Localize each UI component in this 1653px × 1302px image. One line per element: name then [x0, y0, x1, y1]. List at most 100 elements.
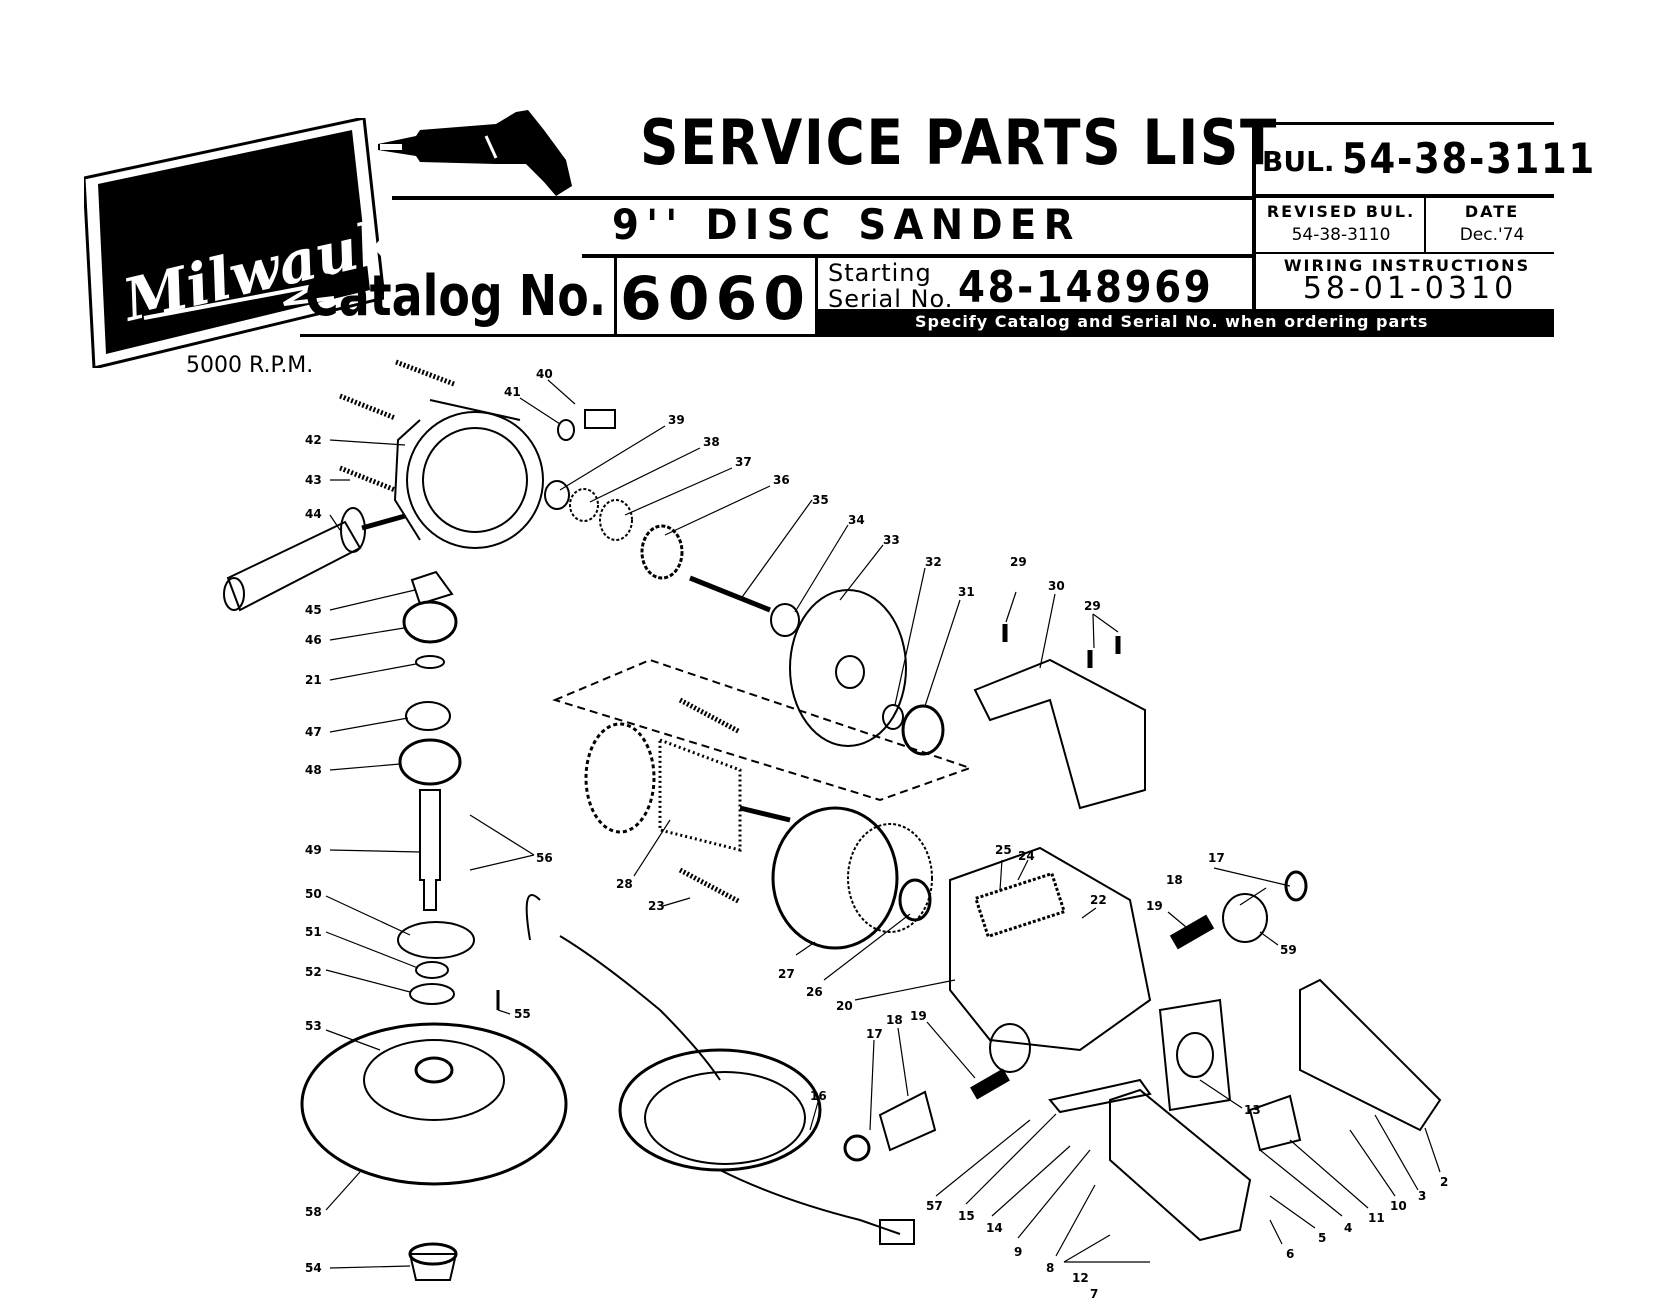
armature: [584, 722, 791, 852]
callout-label: 58: [305, 1205, 322, 1219]
screw: [339, 393, 396, 421]
callout-label: 56: [536, 851, 553, 865]
callout-label: 31: [958, 585, 975, 599]
order-note-band: [815, 309, 1554, 335]
gasket-hole: [1176, 1032, 1214, 1078]
callout-label: 51: [305, 925, 322, 939]
plug: [584, 409, 616, 429]
callout-label: 18: [1166, 873, 1183, 887]
callout-label: 54: [305, 1261, 322, 1275]
callout-label: 9: [1014, 1245, 1022, 1259]
callout-label: 39: [668, 413, 685, 427]
callout-label: 20: [836, 999, 853, 1013]
brush-cap: [843, 1134, 871, 1162]
bearing: [901, 704, 945, 756]
callout-label: 3: [1418, 1189, 1426, 1203]
header-divider: [1424, 196, 1426, 254]
callout-label: 30: [1048, 579, 1065, 593]
product-name: 9'' DISC SANDER: [612, 200, 1081, 249]
screw: [339, 465, 396, 493]
callout-label: 13: [1244, 1103, 1261, 1117]
callout-label: 15: [958, 1209, 975, 1223]
callout-label: 16: [810, 1089, 827, 1103]
header-rule: [582, 254, 1252, 258]
side-handle: [223, 507, 406, 612]
handle-half: [1299, 978, 1442, 1132]
milwaukee-logo: Milwaukee: [84, 118, 384, 368]
callout-label: 32: [925, 555, 942, 569]
screw: [678, 867, 742, 905]
callout-label: 35: [812, 493, 829, 507]
callout-label: 41: [504, 385, 521, 399]
bulletin-label: BUL.: [1262, 145, 1335, 178]
header-divider: [1252, 122, 1256, 312]
callout-label: 29: [1010, 555, 1027, 569]
callout-label: 36: [773, 473, 790, 487]
callout-label: 6: [1286, 1247, 1294, 1261]
callout-label: 4: [1344, 1221, 1352, 1235]
callout-label: 17: [866, 1027, 883, 1041]
pad-bore: [414, 1056, 454, 1084]
bearing: [402, 600, 458, 644]
callout-label: 40: [536, 367, 553, 381]
screw: [678, 697, 742, 735]
washer: [409, 983, 455, 1005]
washer: [882, 704, 904, 730]
callout-label: 50: [305, 887, 322, 901]
header-rule: [392, 196, 1252, 200]
callout-label: 47: [305, 725, 322, 739]
power-cord: [525, 894, 915, 1245]
callout-label: 59: [1280, 943, 1297, 957]
spring: [599, 499, 633, 541]
serial-number: 48-148969: [958, 262, 1214, 313]
callout-label: 7: [1090, 1287, 1098, 1301]
callout-label: 25: [995, 843, 1012, 857]
handle-half: [1109, 1088, 1252, 1242]
callout-label: 52: [305, 965, 322, 979]
callout-label: 34: [848, 513, 865, 527]
plate-bore: [835, 655, 865, 689]
callout-label: 45: [305, 603, 322, 617]
washer: [415, 961, 449, 979]
callout-label: 24: [1018, 849, 1035, 863]
revised-bulletin-label: REVISED BUL.: [1266, 202, 1416, 221]
switch: [1248, 1094, 1302, 1152]
brush-holder: [878, 1090, 937, 1152]
bulletin-number: 54-38-3111: [1342, 134, 1597, 183]
lock-nut-top: [408, 1242, 458, 1266]
gear: [569, 488, 599, 522]
lock-nut: [408, 1253, 458, 1281]
bevel-gear: [410, 570, 454, 606]
carbon-brush: [970, 1068, 1010, 1100]
speed-rating: 5000 R.P.M.: [186, 353, 314, 378]
wiring-number: 58-01-0310: [1302, 271, 1518, 306]
callout-label: 21: [305, 673, 322, 687]
callout-label: 43: [305, 473, 322, 487]
callout-label: 10: [1390, 1199, 1407, 1213]
callout-label: 12: [1072, 1271, 1089, 1285]
drill-icon: [378, 110, 572, 196]
pad-hub: [363, 1039, 505, 1121]
retaining-ring: [415, 655, 445, 669]
callout-label: 17: [1208, 851, 1225, 865]
wiring-label: WIRING INSTRUCTIONS: [1283, 256, 1531, 275]
washer: [557, 419, 575, 441]
callout-label: 44: [305, 507, 322, 521]
bracket: [1048, 1078, 1152, 1114]
callout-label: 28: [616, 877, 633, 891]
callout-label: 22: [1090, 893, 1107, 907]
bushing: [544, 480, 570, 510]
revised-bulletin-number: 54-38-3110: [1291, 225, 1391, 245]
header-rule: [1252, 252, 1554, 254]
sanding-pad: [300, 1022, 568, 1186]
brush-cap: [1284, 870, 1308, 902]
bearing: [770, 603, 800, 637]
header-rule: [1252, 122, 1554, 125]
callout-label: 53: [305, 1019, 322, 1033]
motor-housing: [949, 846, 1152, 1073]
header-divider: [614, 254, 617, 336]
callout-label: 18: [886, 1013, 903, 1027]
callout-label: 37: [735, 455, 752, 469]
shaft: [689, 575, 771, 613]
